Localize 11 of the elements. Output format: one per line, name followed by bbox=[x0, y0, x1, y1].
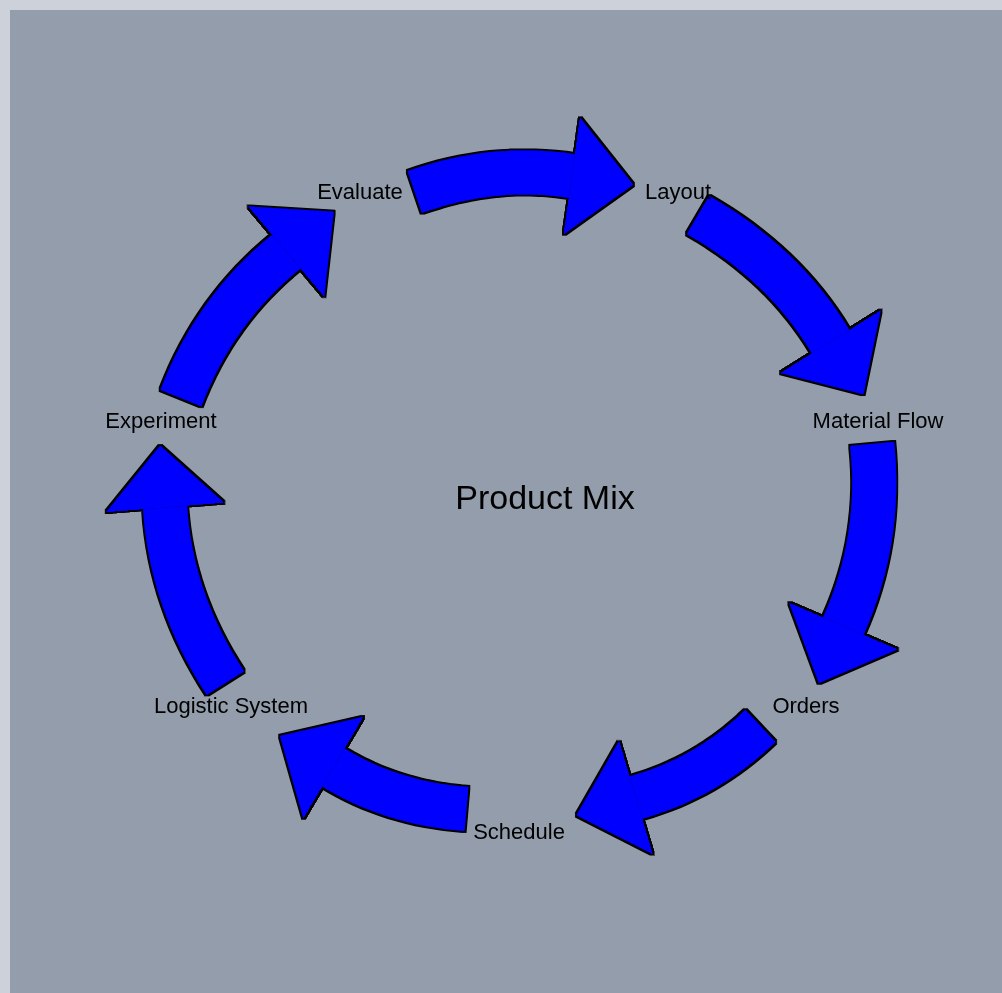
node-label: Orders bbox=[772, 693, 840, 719]
node-label: Layout bbox=[644, 179, 712, 205]
block-arrow bbox=[576, 710, 776, 855]
block-arrow bbox=[686, 196, 881, 395]
center-label: Product Mix bbox=[455, 477, 635, 517]
node-label: Experiment bbox=[105, 408, 217, 434]
node-label: Evaluate bbox=[317, 179, 403, 205]
node-label: Logistic System bbox=[153, 693, 309, 719]
block-arrow bbox=[106, 445, 244, 695]
node-label: Schedule bbox=[473, 819, 565, 845]
node-label: Material Flow bbox=[812, 408, 944, 434]
